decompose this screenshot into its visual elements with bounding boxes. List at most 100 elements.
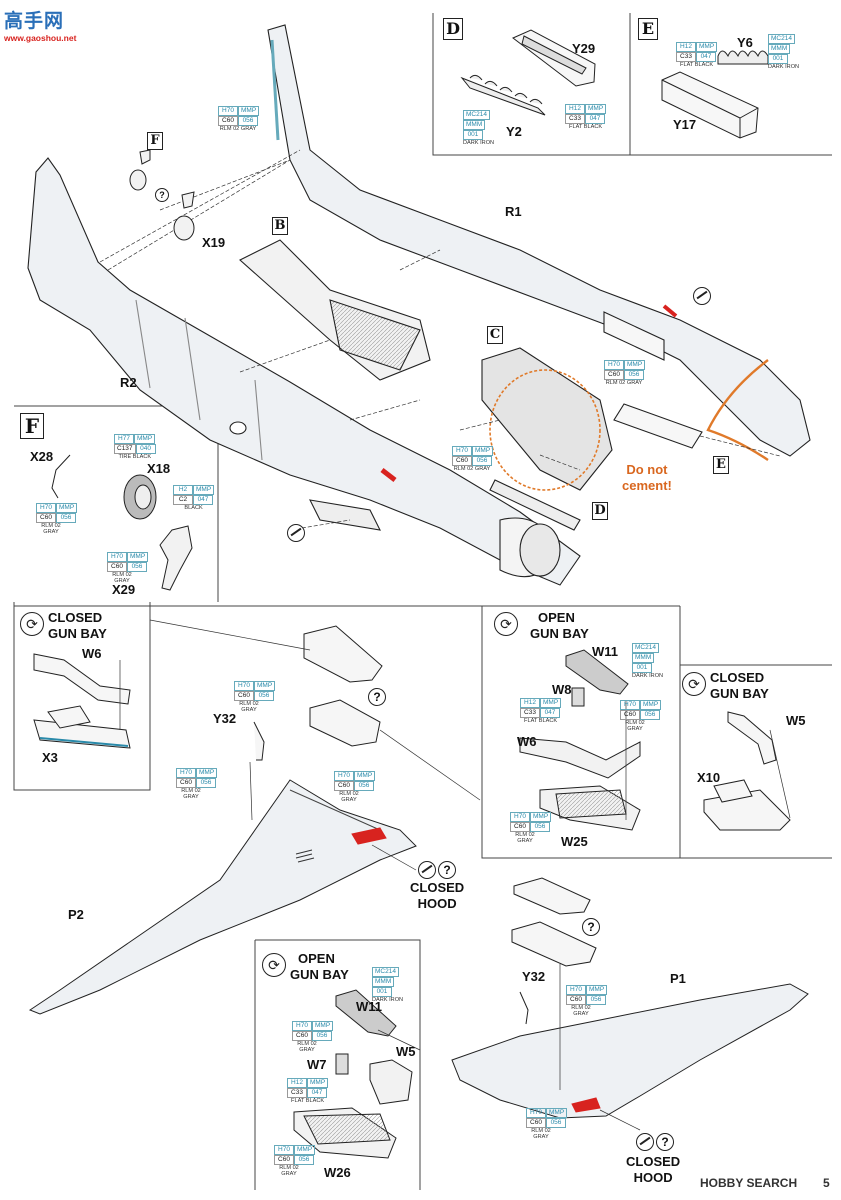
- part-label-w7: W7: [307, 1057, 327, 1072]
- part-label-w11-bottom: W11: [356, 999, 383, 1014]
- part-label-x18: X18: [147, 461, 171, 476]
- fuselage-assembly: [27, 24, 811, 586]
- part-label-x29: X29: [112, 582, 136, 597]
- wing-p1: [451, 983, 809, 1119]
- inset-label-f: F: [20, 413, 44, 439]
- part-y2: [460, 74, 546, 116]
- option-switch-icon-bottom: ⟳: [262, 953, 286, 977]
- optional-icon-left-hood: ?: [438, 861, 456, 879]
- optional-part-icon-left-wing: ?: [368, 688, 386, 706]
- part-label-x10: X10: [697, 770, 721, 785]
- assembly-guide-lines: [99, 149, 781, 531]
- option-switch-icon: ⟳: [20, 612, 44, 636]
- site-watermark: 高手网 www.gaoshou.net: [4, 6, 77, 43]
- fuselage-half-r1: [267, 24, 811, 457]
- part-label-w11: W11: [592, 644, 619, 659]
- part-label-w26: W26: [324, 1165, 351, 1180]
- footer-brand: HOBBY SEARCH: [700, 1176, 797, 1190]
- optional-part-icon: ?: [155, 188, 169, 202]
- inset-label-d: D: [443, 18, 463, 40]
- no-cement-icon-lower: [287, 524, 305, 542]
- part-label-w8: W8: [552, 682, 572, 697]
- part-y17: [661, 71, 759, 139]
- lower-guide-lines: [119, 619, 791, 1131]
- part-y29: [512, 29, 596, 87]
- engine-part-c: [481, 347, 613, 491]
- open-bay-center-parts: [519, 649, 641, 831]
- part-label-y2: Y2: [506, 124, 522, 139]
- part-label-r2: R2: [120, 375, 137, 390]
- part-label-w6-center: W6: [517, 734, 537, 749]
- part-label-w5-right: W5: [786, 713, 806, 728]
- optional-icon-right-hood: ?: [656, 1133, 674, 1151]
- paint-code-w11-bottom: MC214 MMM 001 DARK IRON: [372, 967, 404, 1003]
- footer-brand-text: HOBBY SEARCH: [700, 1176, 798, 1190]
- part-label-r1: R1: [505, 204, 522, 219]
- part-label-y32-right: Y32: [522, 969, 546, 984]
- subassembly-c: C: [487, 326, 503, 344]
- part-label-y17: Y17: [673, 117, 697, 132]
- gun-bay-covers: [303, 625, 597, 967]
- paint-code-w11: MC214 MMM 001 DARK IRON: [632, 643, 664, 679]
- page-number: 5: [823, 1176, 830, 1190]
- part-label-w5-bottom: W5: [396, 1044, 416, 1059]
- oil-cooler-d: [309, 499, 381, 531]
- optional-part-icon-right-wing: ?: [582, 918, 600, 936]
- option-switch-icon-right: ⟳: [682, 672, 706, 696]
- open-bay-bottom-parts: [293, 989, 413, 1159]
- tail-wheel: [129, 149, 195, 241]
- option-switch-icon-center: ⟳: [494, 612, 518, 636]
- subassembly-f: F: [147, 132, 163, 150]
- no-cement-icon: [693, 287, 711, 305]
- part-label-y6: Y6: [737, 35, 753, 50]
- part-label-w6-left: W6: [82, 646, 102, 661]
- paint-code-y6: MC214 MMM 001 DARK IRON: [768, 34, 800, 70]
- watermark-cn: 高手网: [4, 11, 65, 32]
- part-label-y32-left: Y32: [213, 711, 237, 726]
- closed-bay-right-parts: [703, 711, 791, 831]
- cowling-panel: [613, 403, 703, 449]
- panel-borders: [13, 13, 832, 1190]
- part-y6: [717, 50, 769, 65]
- no-cement-icon-right-hood: [636, 1133, 654, 1151]
- part-label-p1: P1: [670, 971, 686, 986]
- subassembly-b: B: [272, 217, 288, 235]
- subassembly-d: D: [592, 502, 608, 520]
- intake-panel: [603, 311, 665, 361]
- part-label-x3: X3: [42, 750, 58, 765]
- subassembly-e: E: [713, 456, 729, 474]
- paint-code-y2: MC214 MMM 001 DARK IRON: [463, 110, 495, 146]
- watermark-url: www.gaoshou.net: [4, 33, 77, 43]
- part-label-x28: X28: [30, 449, 54, 464]
- main-gear-parts: [51, 454, 193, 591]
- part-label-p2: P2: [68, 907, 84, 922]
- closed-bay-left-parts: [33, 653, 131, 749]
- wing-p2: [28, 721, 417, 1015]
